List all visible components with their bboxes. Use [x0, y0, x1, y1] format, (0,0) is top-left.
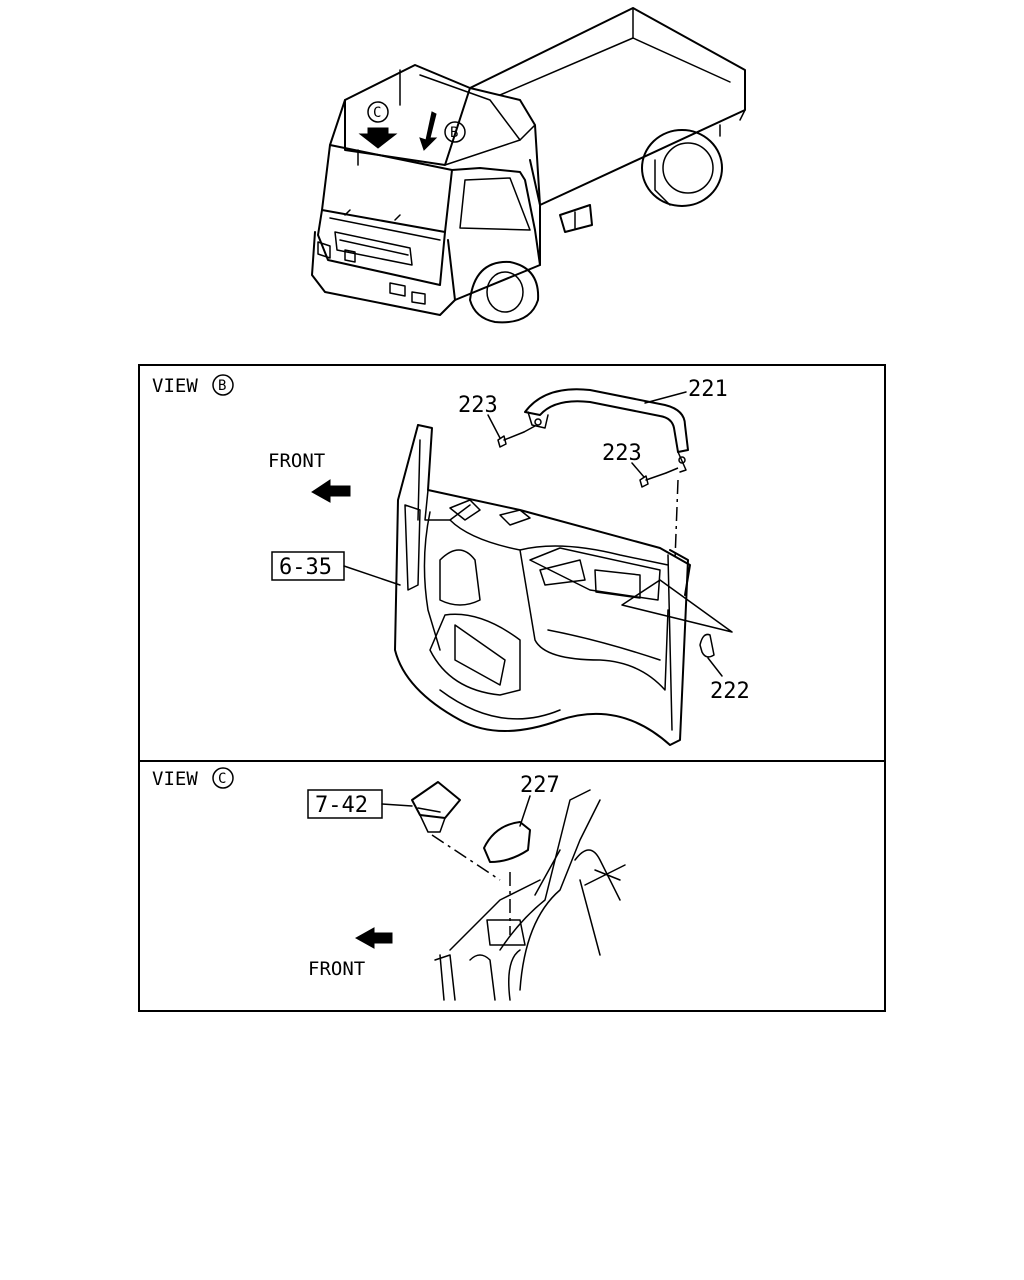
front-arrow-icon [311, 479, 351, 503]
part-label-227: 227 [520, 773, 560, 798]
view-b-ref-label: 6-35 [279, 555, 332, 580]
views-frame [138, 364, 886, 1012]
view-b-title: VIEW [152, 375, 198, 397]
overview-marker-b: B [450, 125, 458, 141]
view-c-ref-label: 7-42 [315, 793, 368, 818]
view-c-front-label: FRONT [308, 958, 365, 980]
view-b-panel: VIEW B FRONT 6-35 [152, 374, 750, 746]
view-b-front-label: FRONT [268, 450, 325, 472]
view-c-panel: VIEW C 7-42 227 FRONT [152, 767, 626, 1001]
part-label-223-b: 223 [602, 441, 642, 466]
front-arrow-icon [354, 927, 393, 949]
part-label-222: 222 [710, 679, 750, 704]
part-label-221: 221 [688, 377, 728, 402]
overview-marker-c: C [373, 105, 381, 121]
view-b-marker: B [218, 378, 226, 394]
view-c-marker: C [218, 771, 226, 787]
view-c-title: VIEW [152, 768, 198, 790]
truck-overview: C B [311, 7, 746, 324]
part-label-223-a: 223 [458, 393, 498, 418]
